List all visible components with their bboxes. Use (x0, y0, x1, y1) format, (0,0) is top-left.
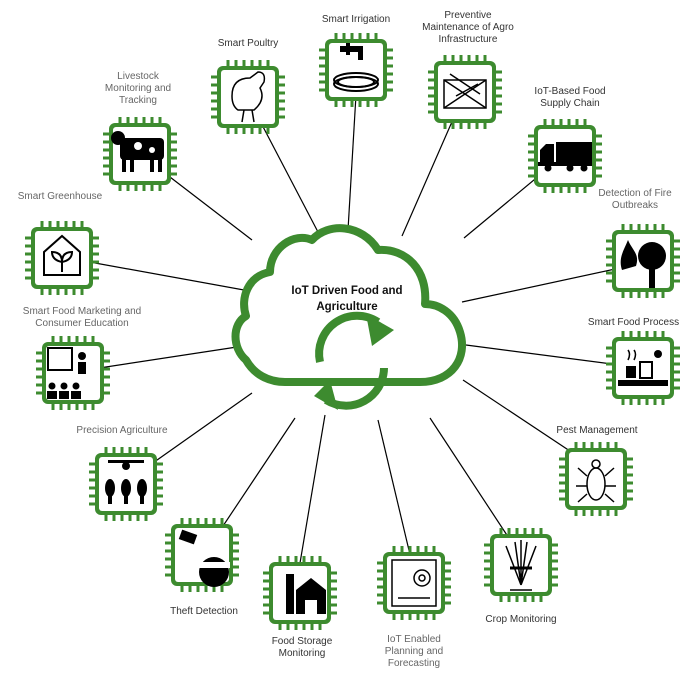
label-smart-food-process: Smart Food Process (587, 317, 680, 328)
tree-fire-icon (620, 240, 666, 288)
chip-food-supply-chain (527, 118, 603, 194)
camera-thief-icon (178, 529, 230, 587)
presentation-icon (47, 347, 86, 399)
label-preventive-maintenance: Preventive Maintenance of Agro Infrastru… (422, 10, 514, 45)
chip-crop-monitoring (483, 527, 559, 603)
chip-theft-detection (164, 517, 240, 593)
chip-planning-forecasting (376, 545, 452, 621)
label-food-storage: Food Storage Monitoring (271, 636, 333, 659)
label-pest-management: Pest Management (556, 425, 638, 436)
truck-icon (538, 142, 592, 172)
food-processing-icon (618, 349, 668, 386)
label-planning-forecasting: IoT Enabled Planning and Forecasting (384, 634, 444, 669)
cloud-refresh-icon (231, 224, 466, 410)
chip-smart-food-marketing (35, 335, 111, 411)
chip-smart-poultry (210, 59, 286, 135)
label-smart-food-marketing: Smart Food Marketing and Consumer Educat… (22, 306, 142, 329)
label-smart-irrigation: Smart Irrigation (321, 14, 391, 25)
chip-fire-detection (605, 223, 681, 299)
cow-icon (111, 131, 164, 172)
center-title: IoT Driven Food and Agriculture (291, 285, 403, 313)
label-precision-agriculture: Precision Agriculture (76, 425, 168, 436)
chip-precision-agriculture (88, 446, 164, 522)
greenhouse-plant-icon (43, 234, 81, 276)
chip-smart-greenhouse (24, 220, 100, 296)
blueprint-gear-icon (391, 559, 437, 607)
chip-preventive-maintenance (427, 54, 503, 130)
damaged-structure-icon (443, 73, 487, 109)
drone-trees-icon (105, 460, 147, 504)
label-smart-poultry: Smart Poultry (217, 38, 279, 49)
label-smart-greenhouse: Smart Greenhouse (17, 191, 103, 202)
label-fire-detection: Detection of Fire Outbreaks (598, 188, 672, 211)
chip-smart-irrigation (318, 32, 394, 108)
chip-livestock-monitoring (102, 116, 178, 192)
label-livestock-monitoring: Livestock Monitoring and Tracking (104, 71, 172, 106)
beetle-icon (576, 459, 616, 503)
label-food-supply-chain: IoT-Based Food Supply Chain (534, 86, 606, 109)
barn-silo-icon (286, 574, 326, 614)
chip-food-storage (262, 555, 338, 631)
chip-pest-management (558, 441, 634, 517)
chip-smart-food-process (605, 330, 681, 406)
wheat-sheaf-icon (505, 540, 537, 591)
hen-icon (231, 71, 266, 123)
label-crop-monitoring: Crop Monitoring (485, 614, 557, 625)
label-theft-detection: Theft Detection (170, 606, 238, 617)
faucet-hose-icon (333, 43, 379, 92)
